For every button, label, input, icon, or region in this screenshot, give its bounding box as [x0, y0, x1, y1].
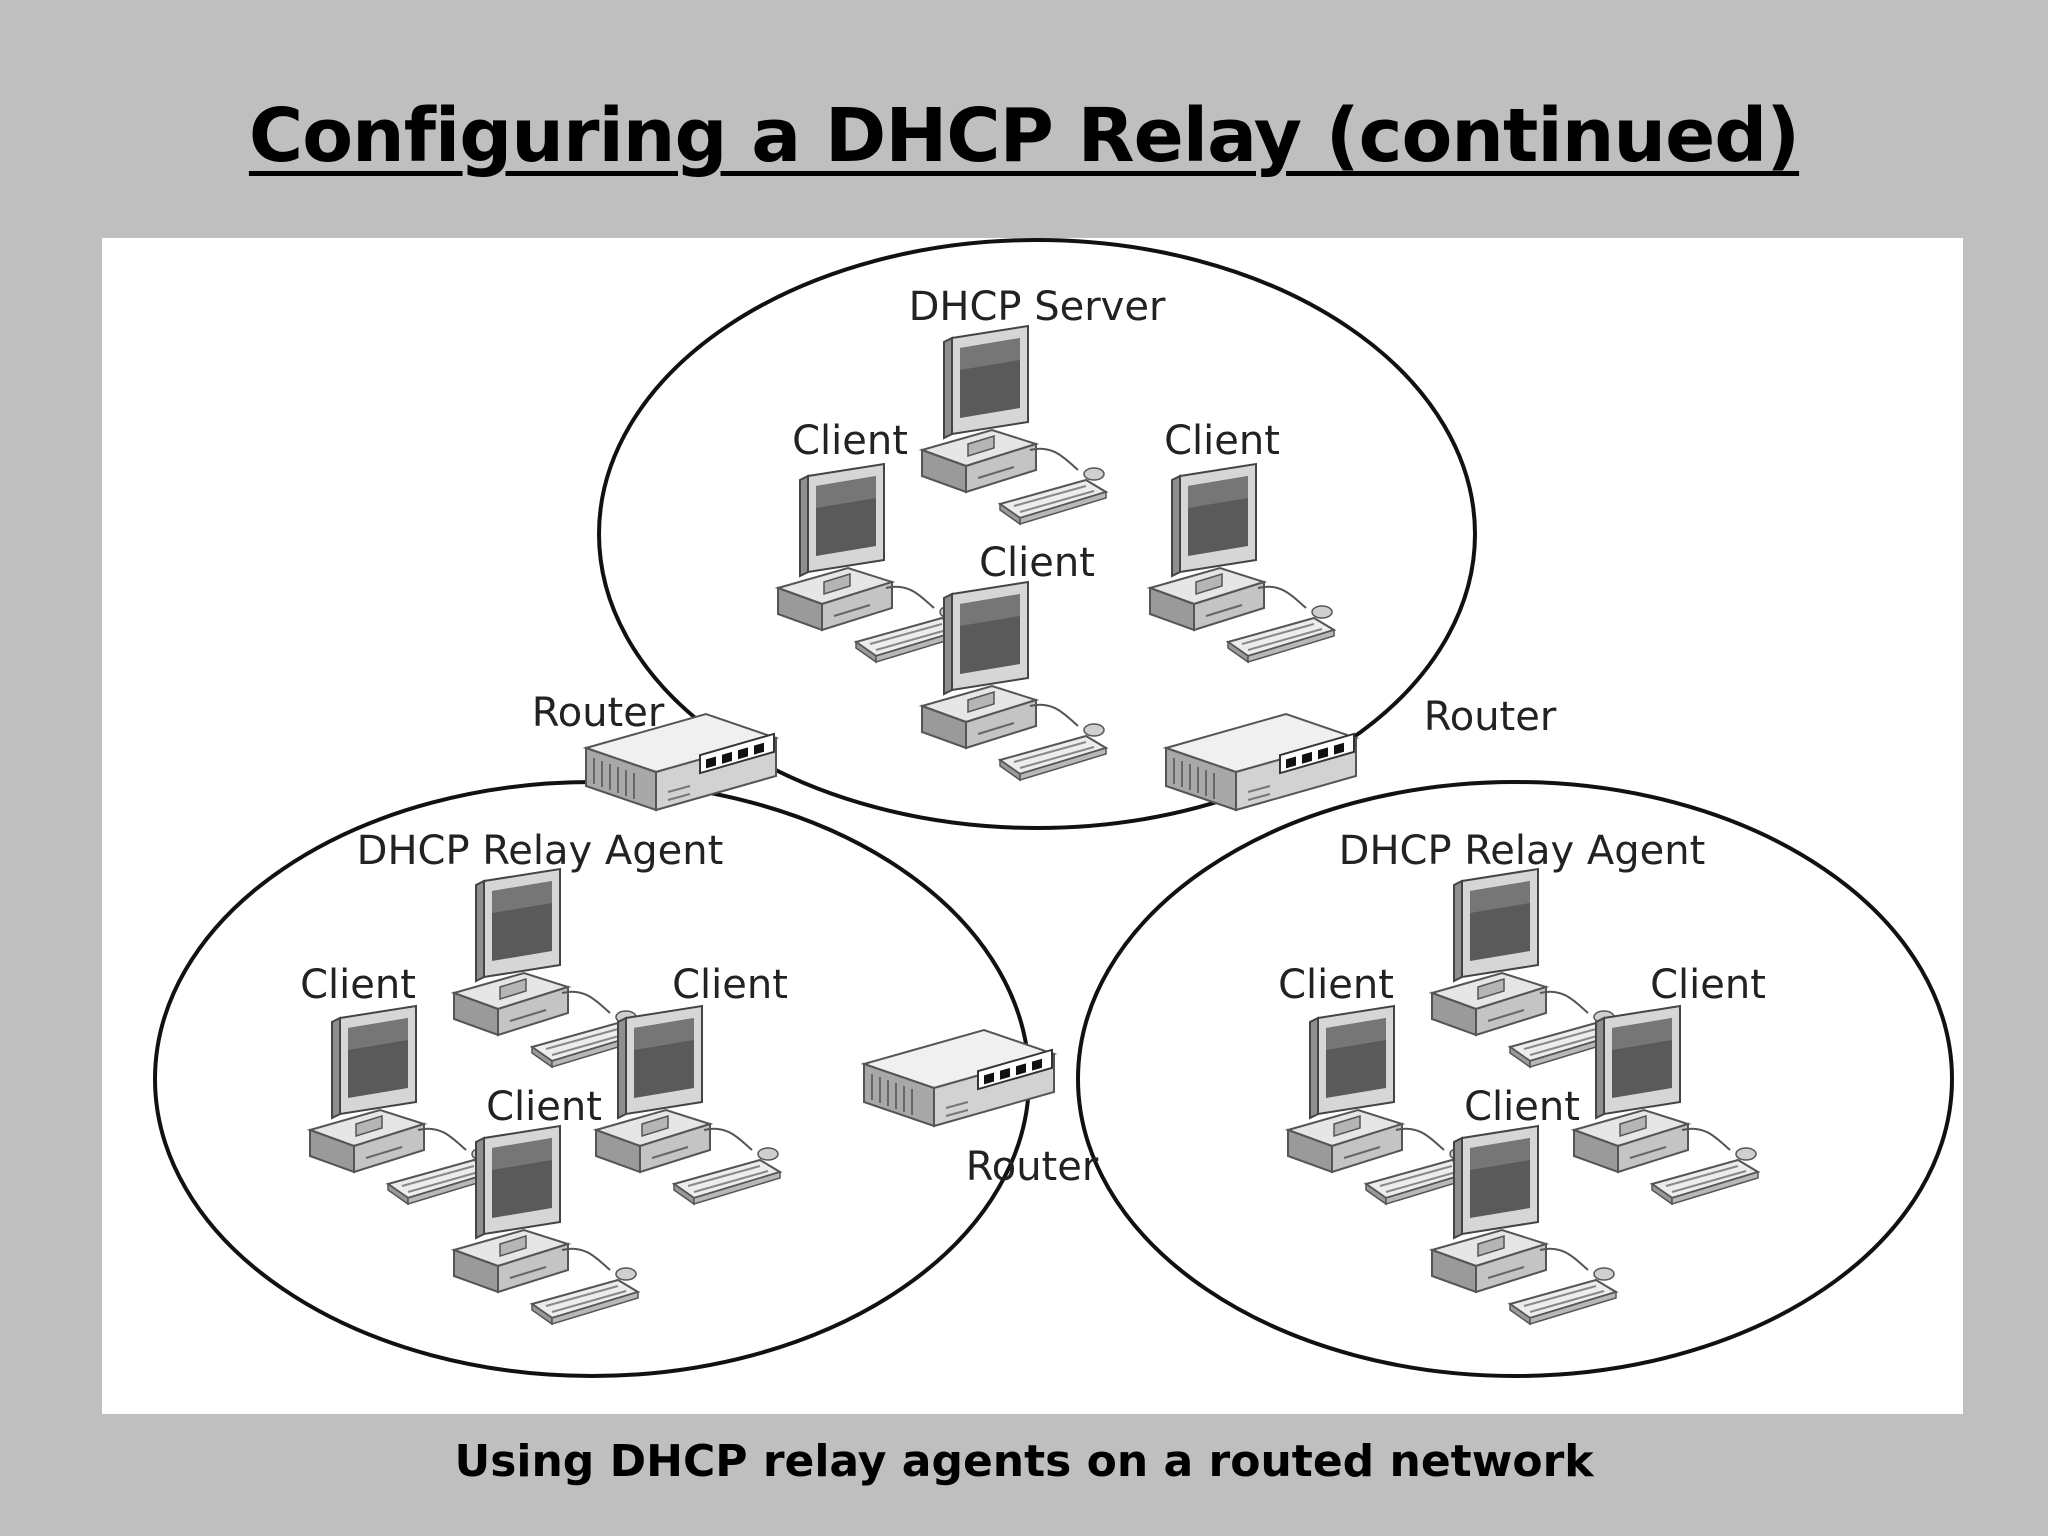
desktop-computer-icon: [595, 1005, 781, 1205]
client-label: Client: [486, 1084, 602, 1130]
client-label: Client: [1278, 962, 1394, 1008]
client-label: Client: [792, 418, 908, 464]
desktop-computer-icon: [309, 1005, 495, 1205]
dhcp-server-computer-icon: [921, 325, 1107, 525]
client-label: Client: [1650, 962, 1766, 1008]
router-label: Router: [1424, 694, 1557, 740]
network-diagram-canvas: DHCP Server Client Client Client Router …: [153, 238, 1954, 1378]
client-label: Client: [1464, 1084, 1580, 1130]
desktop-computer-icon: [1287, 1005, 1473, 1205]
desktop-computer-icon: [1149, 463, 1335, 663]
router-label: Router: [966, 1144, 1099, 1190]
relay-agent-computer-icon: [1431, 868, 1617, 1068]
dhcp-server-label: DHCP Server: [909, 284, 1166, 330]
network-diagram: DHCP Server Client Client Client Router …: [102, 238, 1963, 1414]
client-label: Client: [300, 962, 416, 1008]
network-boundary-relay-right: [1076, 780, 1954, 1378]
client-label: Client: [1164, 418, 1280, 464]
relay-agent-label: DHCP Relay Agent: [357, 828, 724, 874]
desktop-computer-icon: [1573, 1005, 1759, 1205]
network-boundary-server: [597, 238, 1477, 830]
router-label: Router: [532, 690, 665, 736]
desktop-computer-icon: [777, 463, 963, 663]
relay-agent-computer-icon: [453, 868, 639, 1068]
router-icon: [1165, 713, 1357, 811]
relay-agent-label: DHCP Relay Agent: [1339, 828, 1706, 874]
slide-title: Configuring a DHCP Relay (continued): [248, 93, 1800, 179]
client-label: Client: [979, 540, 1095, 586]
desktop-computer-icon: [921, 581, 1107, 781]
figure-caption: Using DHCP relay agents on a routed netw…: [454, 1436, 1594, 1487]
client-label: Client: [672, 962, 788, 1008]
